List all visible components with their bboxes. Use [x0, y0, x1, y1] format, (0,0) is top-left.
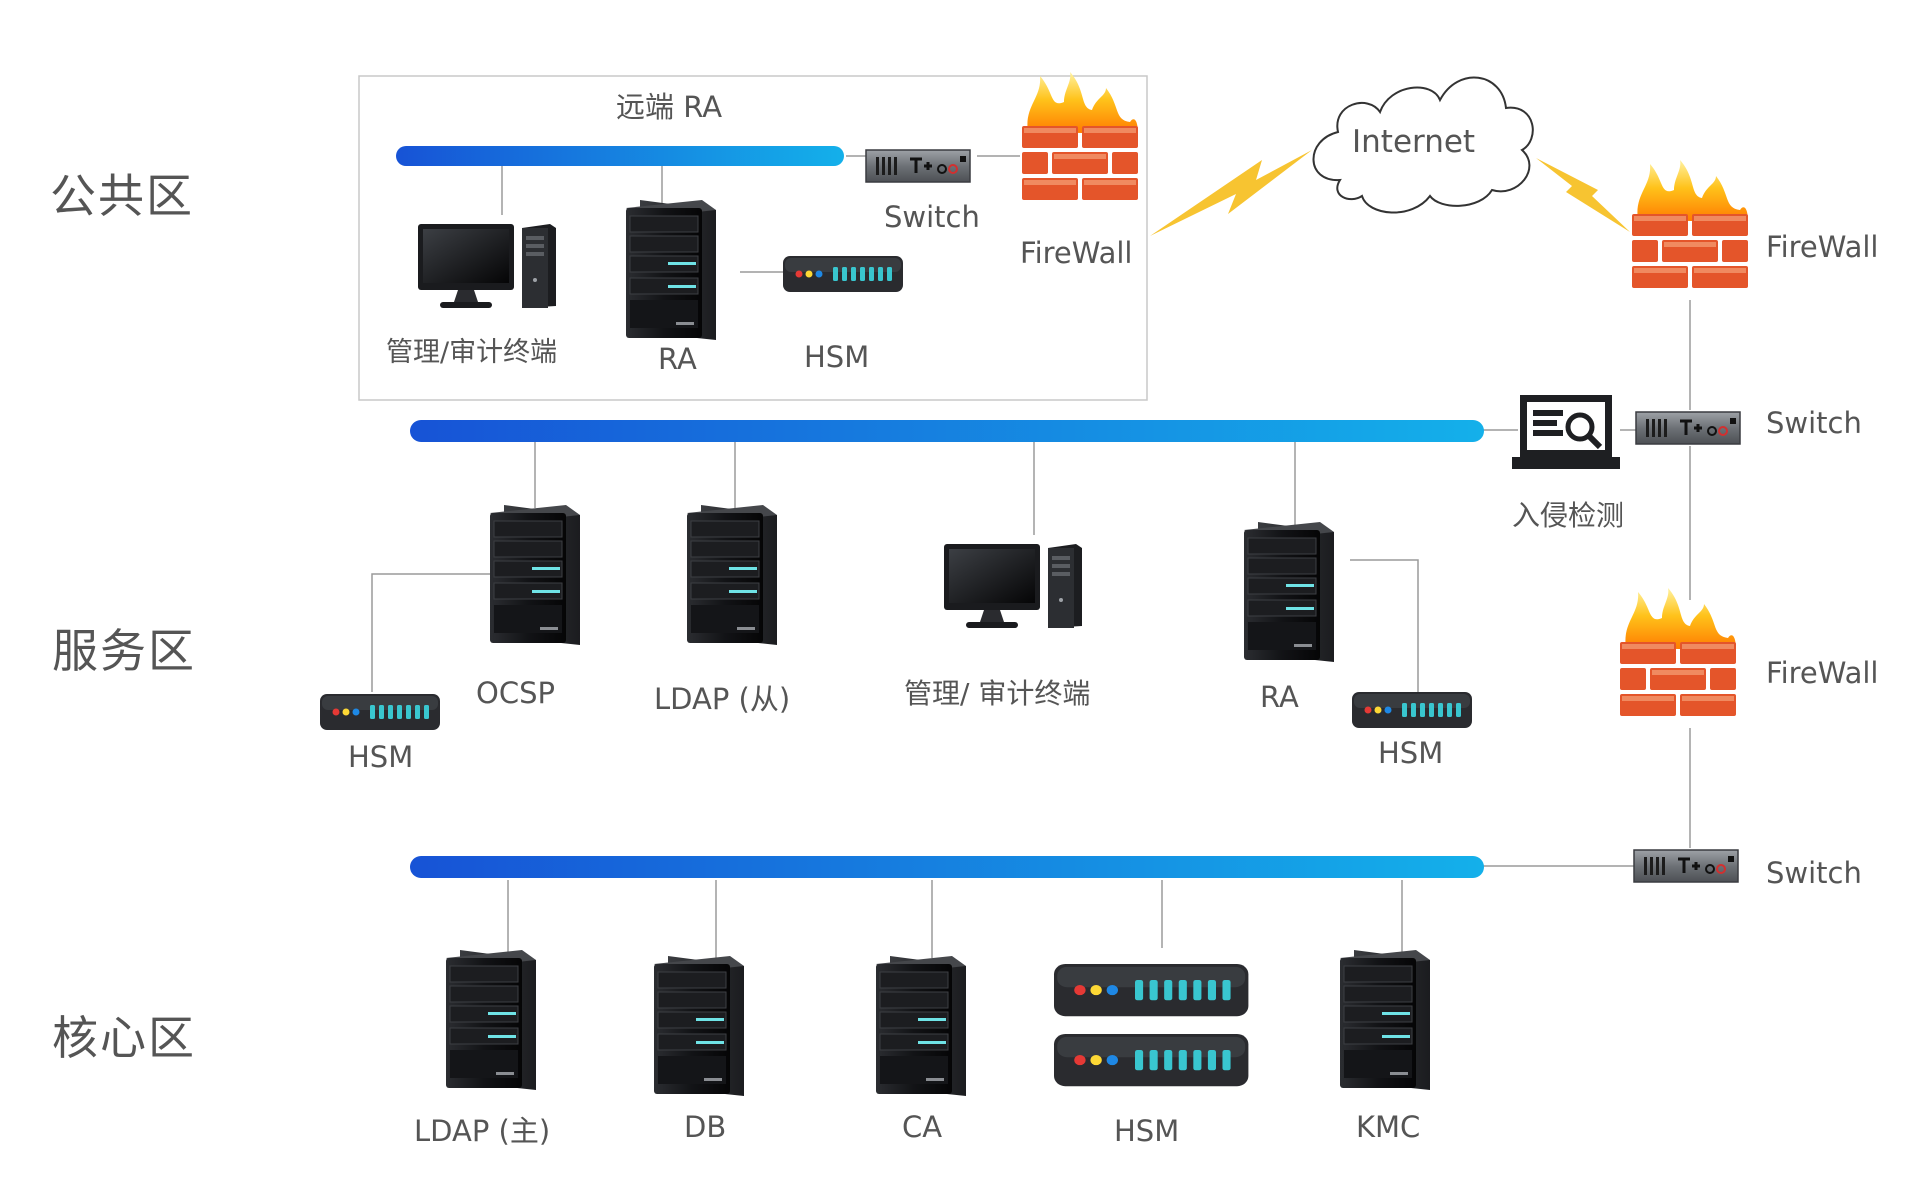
- remote-ra-title: 远端 RA: [616, 90, 723, 124]
- internet-label: Internet: [1352, 124, 1476, 160]
- service-hsm-left-icon: [320, 694, 440, 730]
- service-zone-bus: [410, 420, 1484, 442]
- perimeter-firewall-mid-label: FireWall: [1766, 656, 1879, 690]
- kmc-label: KMC: [1356, 1110, 1421, 1144]
- remote-ra-box: [358, 75, 1148, 401]
- service-hsm-left-label: HSM: [348, 740, 414, 774]
- ocsp-label: OCSP: [476, 676, 555, 710]
- perimeter-switch-mid-label: Switch: [1766, 406, 1862, 440]
- ids-label: 入侵检测: [1512, 499, 1625, 532]
- perimeter-switch-bottom-label: Switch: [1766, 856, 1862, 890]
- service-hsm-right-label: HSM: [1378, 736, 1444, 770]
- core-hsm-bottom-icon: [1054, 1034, 1249, 1087]
- ocsp-server-icon: [489, 504, 581, 646]
- service-terminal-pc-icon: [944, 544, 1082, 628]
- connection-lines: [371, 155, 1691, 958]
- remote-terminal-label: 管理/审计终端: [386, 337, 558, 368]
- service-hsm-right-icon: [1352, 692, 1472, 728]
- core-hsm-label: HSM: [1114, 1114, 1180, 1148]
- remote-terminal-pc-icon: [418, 224, 556, 308]
- zone-label-core: 核心区: [52, 1011, 196, 1065]
- ids-icon: [1512, 395, 1620, 469]
- perimeter-firewall-top-icon: [1632, 160, 1748, 288]
- zone-label-public: 公共区: [50, 169, 194, 223]
- kmc-server-icon: [1339, 949, 1431, 1091]
- perimeter-switch-bottom-icon: [1632, 848, 1740, 884]
- ca-label: CA: [902, 1110, 943, 1144]
- zone-label-service: 服务区: [52, 624, 196, 678]
- remote-firewall-label: FireWall: [1020, 236, 1133, 270]
- remote-hsm-label: HSM: [804, 340, 870, 374]
- ldap-master-server-icon: [445, 949, 537, 1091]
- core-zone-bus: [410, 856, 1484, 878]
- perimeter-switch-mid-icon: [1634, 410, 1742, 446]
- remote-ra-label: RA: [658, 342, 697, 376]
- remote-switch-icon: [864, 148, 972, 184]
- lightning-bolt-left: [1150, 150, 1312, 236]
- remote-switch-label: Switch: [884, 200, 980, 234]
- db-server-icon: [653, 955, 745, 1097]
- perimeter-firewall-top-label: FireWall: [1766, 230, 1879, 264]
- db-label: DB: [684, 1110, 727, 1144]
- remote-firewall-icon: [1022, 72, 1138, 200]
- perimeter-firewall-mid-icon: [1620, 588, 1736, 716]
- remote-hsm-icon: [783, 256, 903, 292]
- ldap-slave-label: LDAP (从): [654, 682, 791, 716]
- service-ra-server-icon: [1243, 521, 1335, 663]
- service-ra-label: RA: [1260, 680, 1299, 714]
- remote-ra-bus: [396, 146, 844, 166]
- internet-cloud: [1312, 76, 1534, 214]
- lightning-bolt-right: [1536, 158, 1630, 232]
- remote-ra-server-icon: [625, 199, 717, 341]
- ldap-slave-server-icon: [686, 504, 778, 646]
- core-hsm-top-icon: [1054, 964, 1249, 1017]
- service-terminal-label: 管理/ 审计终端: [904, 677, 1091, 710]
- ca-server-icon: [875, 955, 967, 1097]
- ldap-master-label: LDAP (主): [414, 1114, 551, 1148]
